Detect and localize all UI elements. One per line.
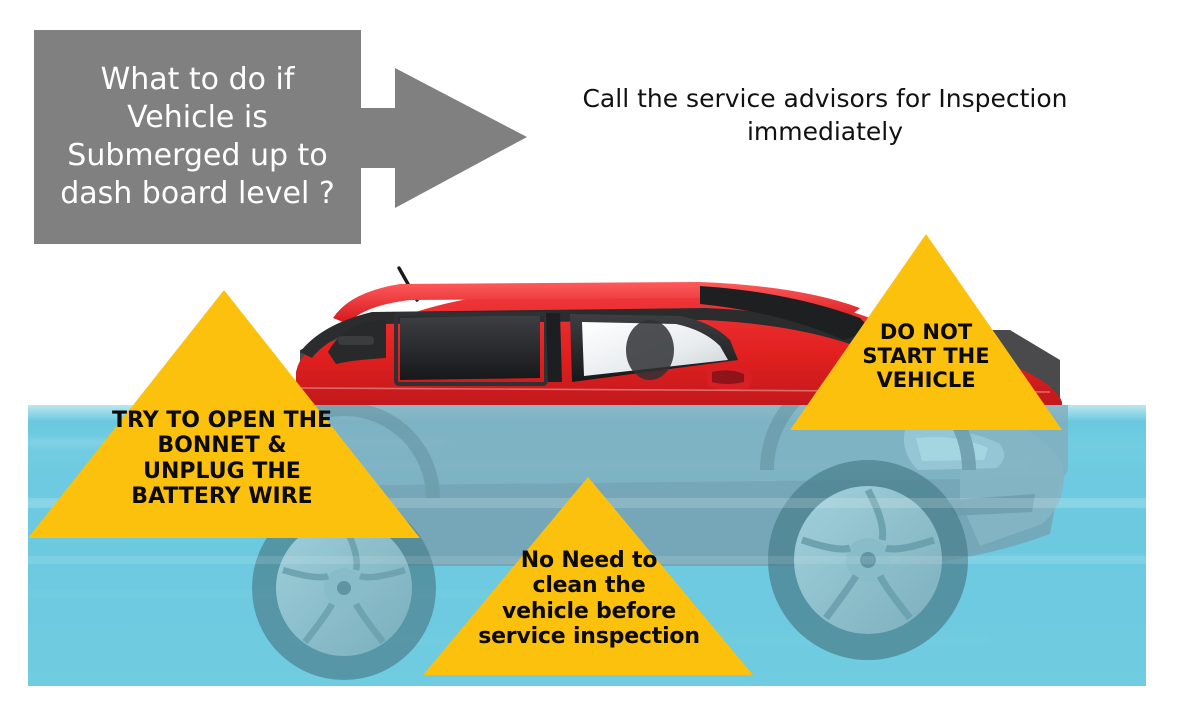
triangle-left-label: TRY TO OPEN THE BONNET & UNPLUG THE BATT… (111, 408, 333, 509)
triangle-right-label: DO NOT START THE VEHICLE (862, 320, 990, 393)
water-streak (328, 463, 1028, 469)
question-callout-box: What to do if Vehicle is Submerged up to… (34, 30, 361, 244)
question-text: What to do if Vehicle is Submerged up to… (60, 61, 335, 212)
triangle-no-need-to-clean (423, 477, 753, 675)
triangle-bottom-label: No Need to clean the vehicle before serv… (478, 548, 700, 649)
answer-text: Call the service advisors for Inspection… (582, 84, 1068, 146)
arrow-right-icon (355, 68, 527, 208)
